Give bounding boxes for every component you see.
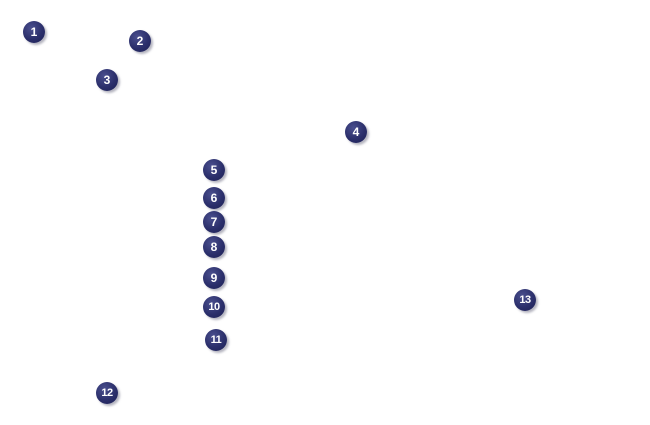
callout-marker-11[interactable]: 11 xyxy=(205,329,227,351)
callout-marker-9[interactable]: 9 xyxy=(203,267,225,289)
callout-marker-4[interactable]: 4 xyxy=(345,121,367,143)
callout-marker-8[interactable]: 8 xyxy=(203,236,225,258)
callout-marker-7[interactable]: 7 xyxy=(203,211,225,233)
callout-marker-6[interactable]: 6 xyxy=(203,187,225,209)
callout-marker-12[interactable]: 12 xyxy=(96,382,118,404)
callout-marker-13[interactable]: 13 xyxy=(514,289,536,311)
callout-marker-5[interactable]: 5 xyxy=(203,159,225,181)
callout-marker-3[interactable]: 3 xyxy=(96,69,118,91)
callout-marker-10[interactable]: 10 xyxy=(203,296,225,318)
callout-marker-2[interactable]: 2 xyxy=(129,30,151,52)
callout-marker-1[interactable]: 1 xyxy=(23,21,45,43)
